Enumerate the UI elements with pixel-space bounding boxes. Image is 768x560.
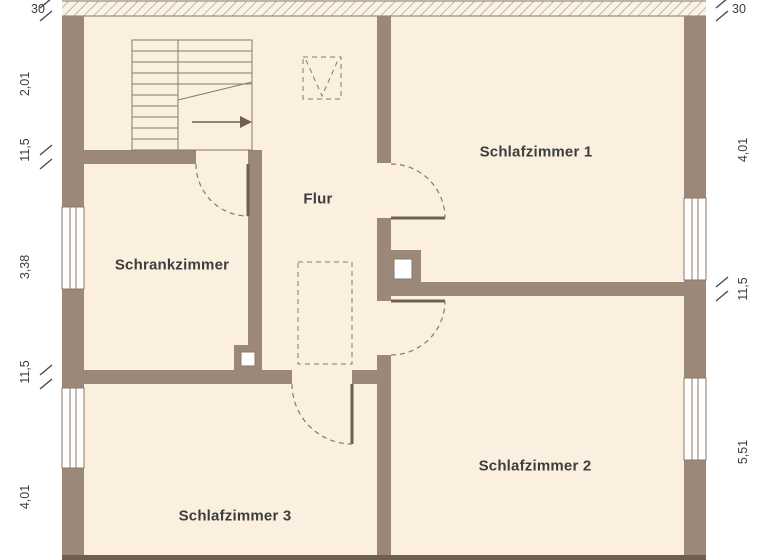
chimney-left	[234, 345, 262, 373]
room-label-schlafzimmer1: Schlafzimmer 1	[479, 143, 593, 161]
stair-direction-arrow	[192, 116, 252, 128]
dim-left-2-01: 2,01	[18, 71, 32, 97]
interior-wall-sz1-south	[391, 282, 684, 296]
dashed-skylight-marker	[302, 56, 342, 100]
stair-treads-right	[178, 50, 252, 85]
interior-wall-schrank-east	[248, 150, 262, 349]
chimney-center	[385, 250, 421, 288]
room-label-schlafzimmer3: Schlafzimmer 3	[178, 507, 292, 525]
interior-wall-sz3-north-a	[84, 370, 292, 384]
door-swing-arc	[390, 300, 446, 356]
interior-wall-center-lower	[377, 355, 391, 560]
stair-treads-left	[132, 50, 178, 140]
dim-right-5-51: 5,51	[736, 439, 750, 465]
door-schlafzimmer1	[390, 163, 446, 220]
dim-left-3-38: 3,38	[18, 254, 32, 280]
interior-wall-flur-sz1	[377, 16, 391, 163]
interior-wall-sz3-north-b	[352, 370, 391, 384]
interior-walls	[84, 16, 684, 560]
door-schrankzimmer	[195, 163, 250, 217]
door-schlafzimmer3	[291, 383, 354, 445]
dim-top-right-30: 30	[732, 2, 746, 16]
room-label-schrankzimmer: Schrankzimmer	[114, 256, 230, 274]
window-schlafzimmer3	[61, 387, 85, 469]
staircase	[131, 39, 253, 151]
room-label-flur: Flur	[303, 190, 333, 208]
dimension-ticks-right	[715, 0, 729, 302]
window-schlafzimmer2	[683, 377, 707, 461]
dim-left-4-01: 4,01	[18, 484, 32, 510]
plan-cut-edge	[62, 555, 706, 560]
outer-wall-right	[684, 16, 706, 560]
dim-left-11-5-a: 11,5	[18, 138, 32, 162]
dimension-ticks-left	[39, 0, 53, 390]
stair-break-line	[177, 81, 253, 101]
door-schlafzimmer2	[390, 299, 446, 356]
hatched-exterior-wall	[62, 0, 706, 17]
dim-right-4-01: 4,01	[736, 137, 750, 163]
dim-right-11-5: 11,5	[736, 277, 750, 301]
dashed-shaft-outline	[297, 261, 353, 365]
dim-left-11-5-b: 11,5	[18, 360, 32, 384]
door-swing-arc	[195, 163, 249, 217]
window-schlafzimmer1	[683, 197, 707, 281]
door-swing-arc	[291, 383, 353, 445]
dim-top-left-30: 30	[31, 2, 45, 16]
door-swing-arc	[390, 163, 446, 219]
interior-wall-schrank-north	[84, 150, 196, 164]
room-label-schlafzimmer2: Schlafzimmer 2	[478, 457, 592, 475]
window-schrankzimmer	[61, 206, 85, 290]
